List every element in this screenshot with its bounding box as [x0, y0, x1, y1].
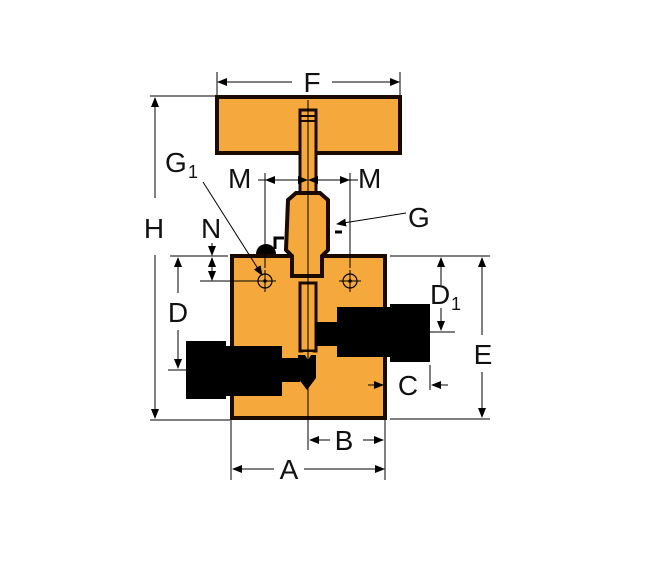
dim-H: H [144, 95, 230, 421]
svg-text:G: G [408, 202, 430, 233]
label-G: G [336, 202, 430, 233]
label-G1: G 1 [165, 147, 263, 276]
svg-text:D: D [430, 279, 450, 310]
svg-text:N: N [201, 213, 221, 244]
svg-text:H: H [144, 213, 164, 244]
dim-F: F [216, 67, 401, 98]
mounting-hole-right [339, 270, 361, 292]
outlet-port [315, 304, 430, 362]
dim-A: A [230, 420, 385, 485]
svg-text:F: F [303, 67, 320, 98]
dim-M: M M [228, 163, 381, 268]
dim-C: C [368, 365, 448, 401]
svg-text:C: C [398, 370, 418, 401]
dim-D1: D 1 [390, 255, 490, 333]
inlet-port [186, 341, 316, 399]
svg-text:G: G [165, 147, 187, 178]
dim-B: B [309, 420, 386, 480]
bonnet [283, 191, 330, 278]
svg-text:D: D [168, 297, 188, 328]
svg-text:M: M [358, 163, 381, 194]
dim-N: N [200, 213, 258, 282]
svg-text:A: A [280, 454, 299, 485]
dim-E: E [390, 257, 493, 420]
svg-text:E: E [474, 339, 493, 370]
svg-text:1: 1 [188, 162, 198, 182]
svg-text:M: M [228, 163, 251, 194]
dim-D: D [168, 255, 228, 371]
lock-screw [256, 244, 276, 254]
svg-text:B: B [335, 425, 354, 456]
svg-text:1: 1 [451, 294, 461, 314]
